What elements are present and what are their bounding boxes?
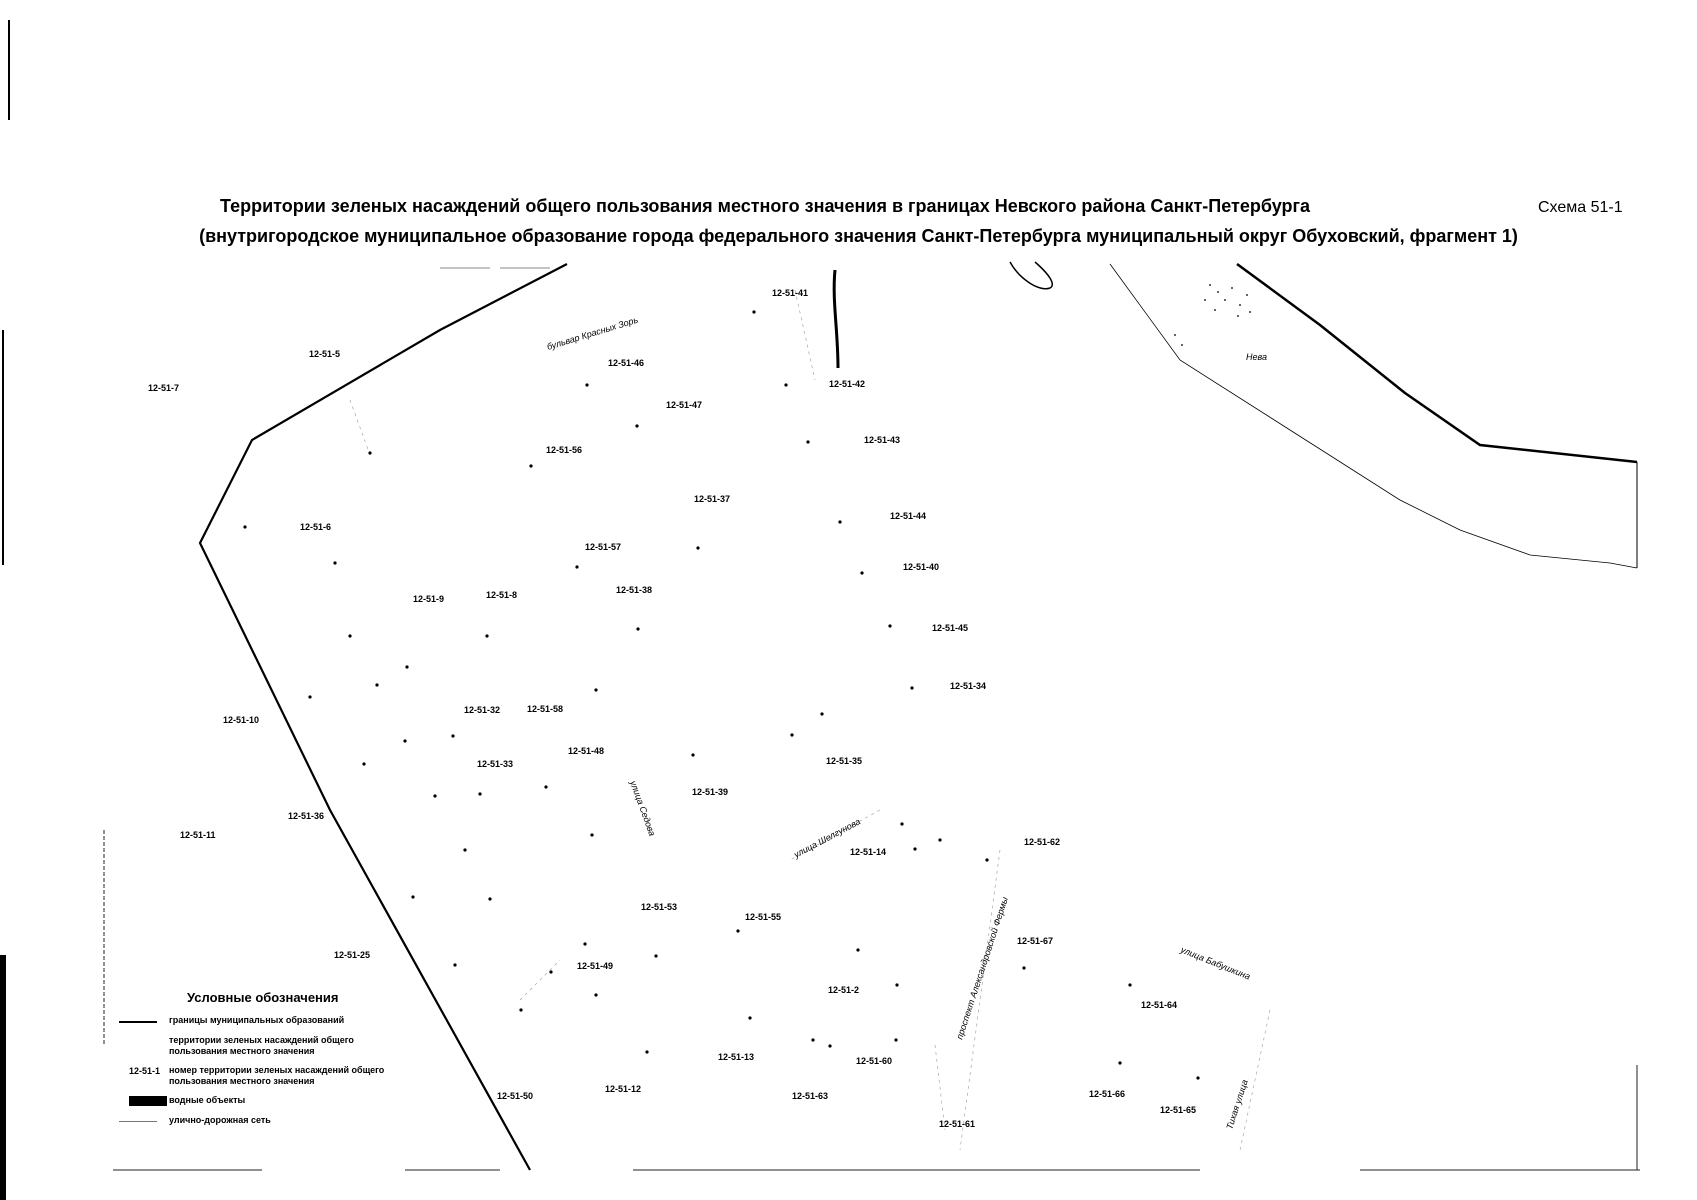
territory-label: 12-51-64 bbox=[1141, 1000, 1177, 1010]
territory-label: 12-51-45 bbox=[932, 623, 968, 633]
territory-label: 12-51-5 bbox=[309, 349, 340, 359]
map-title: Территории зеленых насаждений общего пол… bbox=[220, 196, 1310, 216]
territory-label: 12-51-58 bbox=[527, 704, 563, 714]
territory-label: 12-51-47 bbox=[666, 400, 702, 410]
legend-item-text: улично-дорожная сеть bbox=[169, 1115, 271, 1125]
territory-label: 12-51-44 bbox=[890, 511, 926, 521]
territory-label: 12-51-61 bbox=[939, 1119, 975, 1129]
territory-label: 12-51-34 bbox=[950, 681, 986, 691]
territory-label: 12-51-2 bbox=[828, 985, 859, 995]
territory-label: 12-51-13 bbox=[718, 1052, 754, 1062]
territory-markers bbox=[243, 310, 1200, 1080]
territory-label: 12-51-56 bbox=[546, 445, 582, 455]
territory-label: 12-51-38 bbox=[616, 585, 652, 595]
thick-line-symbol bbox=[115, 1015, 157, 1027]
legend-item-text: номер территории зеленых насаждений обще… bbox=[169, 1065, 385, 1086]
territory-label: 12-51-55 bbox=[745, 912, 781, 922]
street-label-krasnykh-zor: бульвар Красных Зорь bbox=[546, 315, 640, 352]
territory-label: 12-51-33 bbox=[477, 759, 513, 769]
street-network bbox=[349, 289, 1271, 1151]
map-legend: Условные обозначения границы муниципальн… bbox=[115, 990, 415, 1135]
legend-item-text: водные объекты bbox=[169, 1095, 246, 1105]
territory-label: 12-51-60 bbox=[856, 1056, 892, 1066]
street-label-tikhaya: Тихая улица bbox=[1224, 1078, 1249, 1130]
street-label-babushkina: улица Бабушкина bbox=[1178, 944, 1251, 981]
empty-symbol bbox=[115, 1035, 157, 1047]
territory-label: 12-51-43 bbox=[864, 435, 900, 445]
territory-label: 12-51-37 bbox=[694, 494, 730, 504]
territory-label: 12-51-25 bbox=[334, 950, 370, 960]
legend-item-text: территории зеленых насаждений общего пол… bbox=[169, 1035, 354, 1056]
water-label-neva: Нева bbox=[1246, 352, 1267, 362]
territory-label: 12-51-46 bbox=[608, 358, 644, 368]
legend-title: Условные обозначения bbox=[187, 990, 339, 1005]
scan-edge-bottom bbox=[0, 955, 6, 1200]
territory-label: 12-51-50 bbox=[497, 1091, 533, 1101]
legend-item-roads: улично-дорожная сеть bbox=[115, 1115, 415, 1127]
legend-code-sample: 12-51-1 bbox=[129, 1066, 161, 1076]
map-frame bbox=[103, 267, 1640, 1171]
neva-river bbox=[832, 261, 1638, 569]
code-symbol: 12-51-1 bbox=[115, 1065, 161, 1077]
territory-label: 12-51-41 bbox=[772, 288, 808, 298]
water-symbol bbox=[115, 1095, 167, 1107]
territory-label: 12-51-65 bbox=[1160, 1105, 1196, 1115]
legend-item-boundary: границы муниципальных образований bbox=[115, 1015, 415, 1027]
territory-label: 12-51-11 bbox=[180, 830, 216, 840]
territory-label: 12-51-36 bbox=[288, 811, 324, 821]
territory-label: 12-51-39 bbox=[692, 787, 728, 797]
territory-label: 12-51-67 bbox=[1017, 936, 1053, 946]
scan-edge-top bbox=[8, 20, 10, 120]
territory-label: 12-51-63 bbox=[792, 1091, 828, 1101]
territory-label: 12-51-62 bbox=[1024, 837, 1060, 847]
territory-label: 12-51-14 bbox=[850, 847, 886, 857]
map-subtitle: (внутригородское муниципальное образован… bbox=[199, 226, 1518, 246]
territory-label: 12-51-12 bbox=[605, 1084, 641, 1094]
territory-labels: 12-51-41 12-51-5 12-51-7 12-51-46 12-51-… bbox=[148, 288, 1196, 1129]
territory-label: 12-51-66 bbox=[1089, 1089, 1125, 1099]
territory-label: 12-51-6 bbox=[300, 522, 331, 532]
territory-label: 12-51-57 bbox=[585, 542, 621, 552]
legend-item-water: водные объекты bbox=[115, 1095, 415, 1107]
municipal-boundary bbox=[198, 263, 568, 1171]
territory-label: 12-51-32 bbox=[464, 705, 500, 715]
scheme-number: Схема 51-1 bbox=[1538, 199, 1623, 216]
territory-label: 12-51-40 bbox=[903, 562, 939, 572]
territory-label: 12-51-10 bbox=[223, 715, 259, 725]
thin-line-symbol bbox=[115, 1115, 157, 1127]
legend-item-text: границы муниципальных образований bbox=[169, 1015, 345, 1025]
street-label-sedova: улица Седова bbox=[628, 778, 658, 837]
territory-label: 12-51-8 bbox=[486, 590, 517, 600]
territory-label: 12-51-42 bbox=[829, 379, 865, 389]
territory-label: 12-51-48 bbox=[568, 746, 604, 756]
territory-label: 12-51-53 bbox=[641, 902, 677, 912]
territory-label: 12-51-9 bbox=[413, 594, 444, 604]
territory-label: 12-51-35 bbox=[826, 756, 862, 766]
legend-item-green-territory: территории зеленых насаждений общего пол… bbox=[115, 1035, 415, 1057]
legend-item-territory-code: 12-51-1 номер территории зеленых насажде… bbox=[115, 1065, 415, 1087]
territory-label: 12-51-49 bbox=[577, 961, 613, 971]
scan-edge-middle bbox=[2, 330, 4, 565]
territory-label: 12-51-7 bbox=[148, 383, 179, 393]
island-dots bbox=[1174, 284, 1251, 346]
street-label-aleksandrovskoy-fermy: проспект Александровской Фермы bbox=[954, 895, 1010, 1040]
